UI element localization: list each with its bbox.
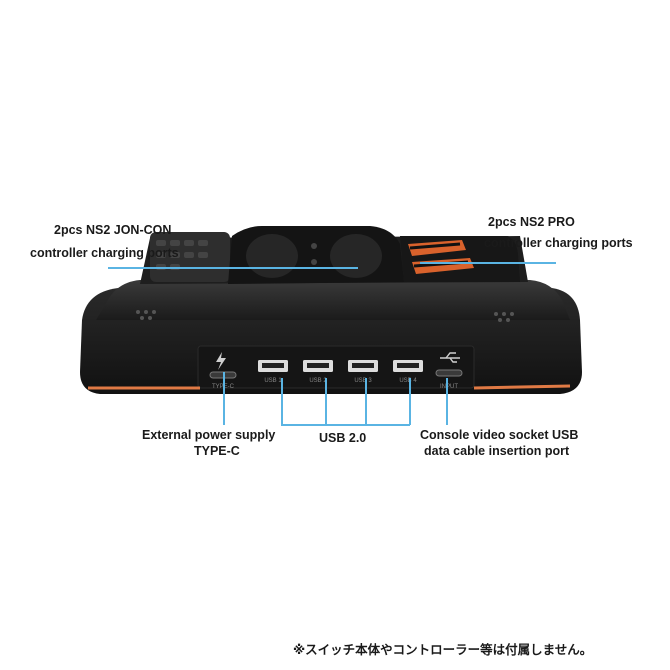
console-callout-label-2: data cable insertion port <box>424 444 570 458</box>
joycon-slot-right <box>330 234 382 278</box>
front-port-panel <box>197 345 475 389</box>
usb-port-1: USB 1 <box>258 360 288 384</box>
joycon-callout-label-1: 2pcs NS2 JON-CON <box>54 223 172 237</box>
usb-port-4-label: USB 4 <box>399 378 417 384</box>
footer-note: ※スイッチ本体やコントローラー等は付属しません。 <box>293 643 593 657</box>
usb-callout-label: USB 2.0 <box>319 431 367 445</box>
usb-port-2: USB 2 <box>303 360 333 384</box>
console-callout-label-1: Console video socket USB <box>420 428 579 442</box>
vent-holes-left <box>136 310 156 320</box>
charging-dock: TYPE-C USB 1 USB 2 USB 3 USB 4 INPUT <box>80 226 582 394</box>
power-callout-label-1: External power supply <box>142 428 276 442</box>
usb-port-1-label: USB 1 <box>264 378 282 384</box>
usb-trident-icon <box>440 352 460 363</box>
input-port-label: INPUT <box>440 384 458 390</box>
joycon-callout-label-2: controller charging ports <box>30 246 179 260</box>
pro-callout-label-2: controller charging ports <box>484 236 633 250</box>
joycon-slot-left <box>246 234 298 278</box>
usb-port-3: USB 3 <box>348 360 378 384</box>
usb-port-2-label: USB 2 <box>309 378 327 384</box>
usb-callout-lines <box>281 378 411 426</box>
usb-port-3-label: USB 3 <box>354 378 372 384</box>
vent-holes-right <box>494 312 514 322</box>
usb-port-4: USB 4 <box>393 360 423 384</box>
power-callout-label-2: TYPE-C <box>194 444 240 458</box>
input-port: INPUT <box>435 352 463 390</box>
pro-callout-label-1: 2pcs NS2 PRO <box>488 215 575 229</box>
callout-lines <box>108 262 556 426</box>
lightning-bolt-icon <box>216 352 226 370</box>
dock-top-tray <box>96 280 570 320</box>
